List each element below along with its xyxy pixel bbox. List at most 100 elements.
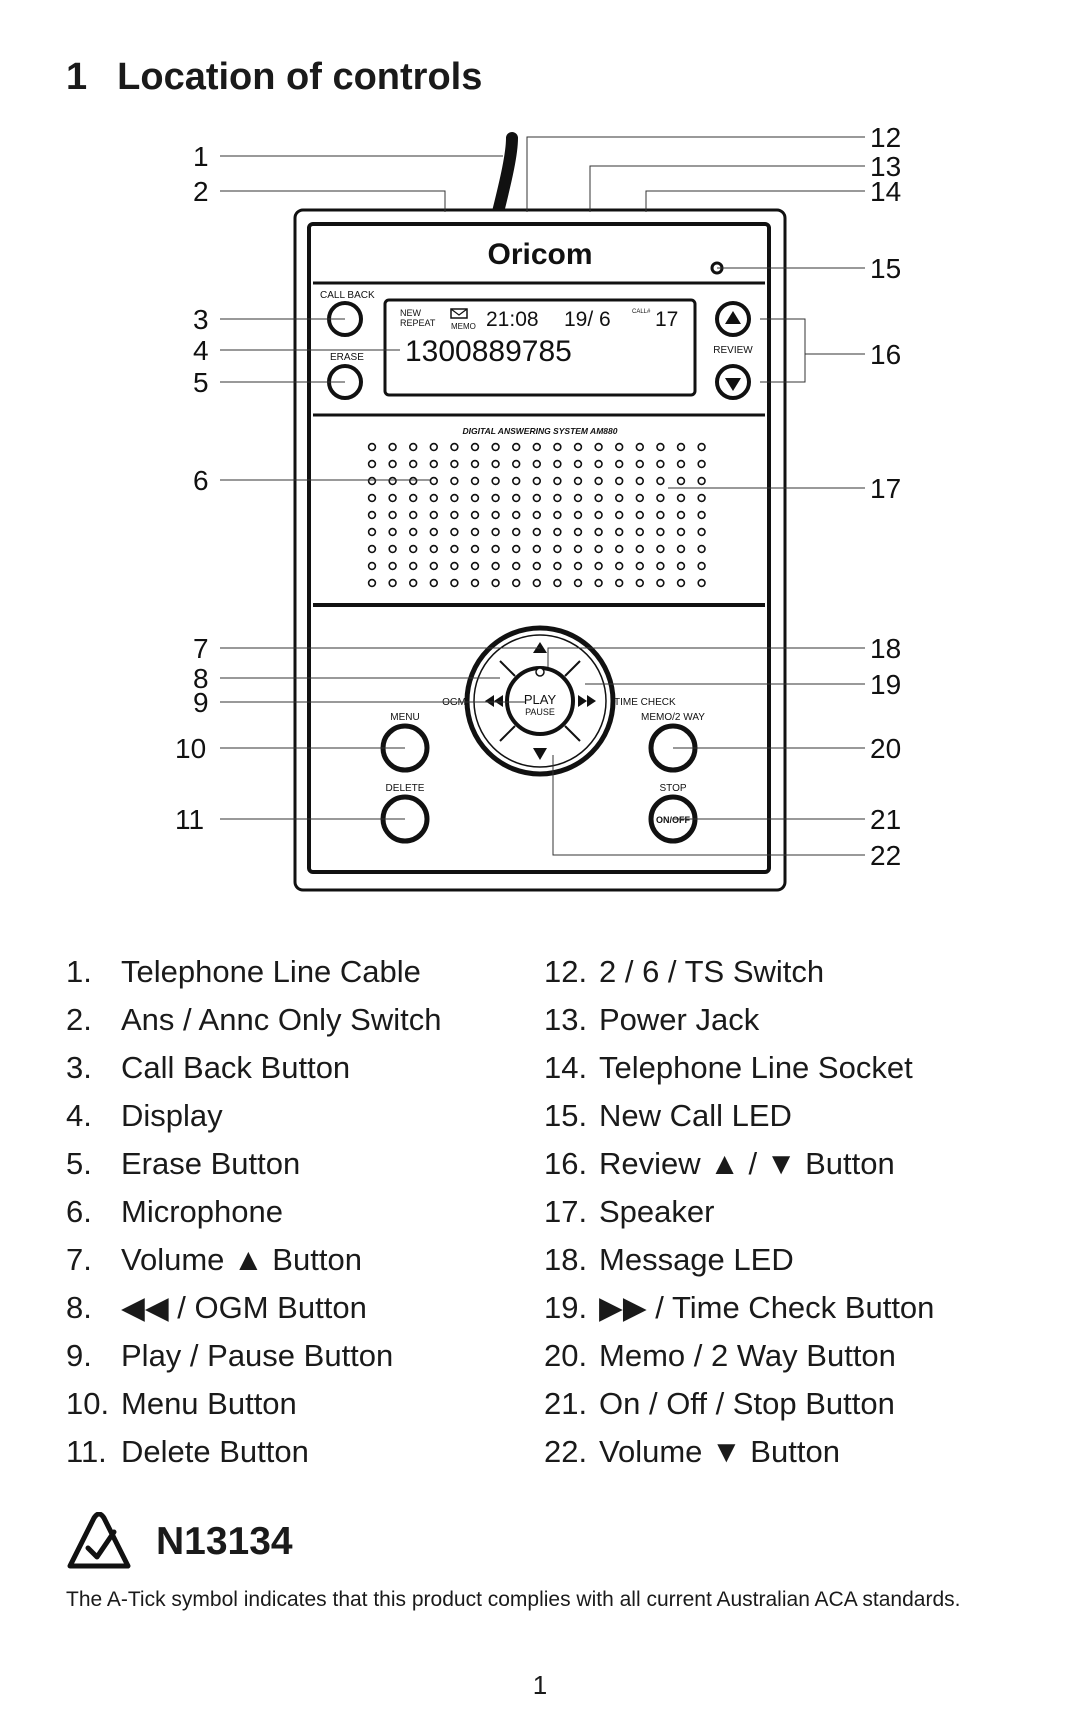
legend-num: 5. bbox=[66, 1146, 92, 1181]
legend-item: 21.On / Off / Stop Button bbox=[544, 1380, 934, 1428]
grille-hole bbox=[614, 459, 624, 469]
legend-item: 20.Memo / 2 Way Button bbox=[544, 1332, 934, 1380]
rewind-ogm-button[interactable] bbox=[485, 695, 503, 707]
callout-10: 10 bbox=[175, 733, 206, 764]
grille-hole bbox=[367, 578, 377, 588]
grille-hole bbox=[697, 442, 706, 452]
legend-item: 2.Ans / Annc Only Switch bbox=[66, 996, 441, 1044]
grille-hole bbox=[697, 476, 706, 486]
grille-hole bbox=[573, 578, 583, 588]
legend-num: 14. bbox=[544, 1050, 588, 1085]
grille-hole bbox=[409, 510, 418, 520]
grille-hole bbox=[511, 476, 521, 486]
callout-18: 18 bbox=[870, 633, 901, 664]
grille-hole bbox=[532, 578, 541, 588]
grille-hole bbox=[450, 510, 459, 520]
legend-num: 20. bbox=[544, 1338, 588, 1373]
grille-hole bbox=[594, 459, 603, 469]
grille-hole bbox=[409, 476, 418, 486]
callout-3: 3 bbox=[193, 304, 209, 335]
on-off-label: ON/OFF bbox=[656, 815, 690, 825]
legend-num: 4. bbox=[66, 1098, 92, 1133]
telephone-cable bbox=[492, 132, 518, 218]
grille-hole bbox=[409, 561, 418, 571]
grille-hole bbox=[388, 442, 397, 452]
menu-label: MENU bbox=[390, 712, 419, 723]
legend-label: Call Back Button bbox=[121, 1050, 351, 1085]
lcd-call-indicator: CALL# bbox=[632, 309, 651, 315]
review-down-button[interactable] bbox=[715, 364, 751, 400]
grille-hole bbox=[573, 510, 583, 520]
grille-hole bbox=[511, 459, 521, 469]
pad-divider bbox=[499, 660, 516, 677]
grille-hole bbox=[676, 442, 686, 452]
grille-hole bbox=[511, 544, 521, 554]
grille-hole bbox=[553, 561, 562, 571]
legend-item: 13.Power Jack bbox=[544, 996, 934, 1044]
legend-item: 6.Microphone bbox=[66, 1188, 441, 1236]
call-back-label: CALL BACK bbox=[320, 290, 375, 301]
legend-num: 11. bbox=[66, 1434, 107, 1469]
pad-divider bbox=[499, 725, 516, 742]
grille-hole bbox=[676, 578, 686, 588]
grille-hole bbox=[532, 561, 541, 571]
stop-label: STOP bbox=[659, 783, 686, 794]
callout-20: 20 bbox=[870, 733, 901, 764]
legend-label: Erase Button bbox=[121, 1146, 301, 1181]
grille-hole bbox=[491, 561, 500, 571]
legend-num: 1. bbox=[66, 954, 92, 989]
approval-code: N13134 bbox=[156, 1520, 293, 1563]
erase-label: ERASE bbox=[330, 352, 364, 363]
legend-label: Telephone Line Cable bbox=[121, 954, 421, 989]
callout-22: 22 bbox=[870, 840, 901, 871]
grille-hole bbox=[511, 442, 521, 452]
page-number: 1 bbox=[532, 1670, 548, 1700]
grille-hole bbox=[367, 561, 377, 571]
legend-label: 2 / 6 / TS Switch bbox=[599, 954, 825, 989]
grille-hole bbox=[656, 544, 665, 554]
grille-hole bbox=[656, 578, 665, 588]
grille-hole bbox=[511, 578, 521, 588]
grille-hole bbox=[450, 442, 459, 452]
grille-hole bbox=[409, 578, 418, 588]
grille-hole bbox=[553, 493, 562, 503]
legend-item: 10.Menu Button bbox=[66, 1380, 441, 1428]
grille-hole bbox=[697, 544, 706, 554]
callout-19: 19 bbox=[870, 669, 901, 700]
volume-down-button[interactable] bbox=[533, 748, 547, 760]
grille-hole bbox=[614, 510, 624, 520]
grille-hole bbox=[656, 510, 665, 520]
grille-hole bbox=[697, 510, 706, 520]
speaker-grille bbox=[367, 442, 706, 588]
grille-hole bbox=[470, 510, 480, 520]
grille-hole bbox=[532, 476, 541, 486]
grille-hole bbox=[491, 493, 500, 503]
lcd-count: 17 bbox=[655, 308, 678, 331]
grille-hole bbox=[388, 476, 397, 486]
grille-hole bbox=[676, 493, 686, 503]
grille-hole bbox=[553, 442, 562, 452]
grille-hole bbox=[656, 476, 665, 486]
legend-label: Volume ▼ Button bbox=[599, 1434, 840, 1469]
grille-hole bbox=[553, 510, 562, 520]
legend-right: 12.2 / 6 / TS Switch 13.Power Jack 14.Te… bbox=[544, 948, 934, 1476]
grille-hole bbox=[409, 544, 418, 554]
callout-11: 11 bbox=[175, 804, 204, 835]
grille-hole bbox=[511, 493, 521, 503]
lcd-new: NEW bbox=[400, 308, 422, 318]
grille-hole bbox=[532, 459, 541, 469]
legend-num: 9. bbox=[66, 1338, 92, 1373]
legend-item: 19.▶▶ / Time Check Button bbox=[544, 1284, 934, 1332]
pad-divider bbox=[564, 725, 581, 742]
grille-hole bbox=[429, 476, 438, 486]
legend-label: ◀◀ / OGM Button bbox=[121, 1290, 367, 1325]
grille-hole bbox=[573, 561, 583, 571]
fast-forward-time-check-button[interactable] bbox=[578, 695, 596, 707]
grille-hole bbox=[635, 476, 644, 486]
grille-hole bbox=[470, 578, 480, 588]
grille-hole bbox=[367, 527, 377, 537]
review-up-button[interactable] bbox=[715, 301, 751, 337]
grille-hole bbox=[553, 527, 562, 537]
legend-item: 17.Speaker bbox=[544, 1188, 934, 1236]
legend-label: Play / Pause Button bbox=[121, 1338, 394, 1373]
